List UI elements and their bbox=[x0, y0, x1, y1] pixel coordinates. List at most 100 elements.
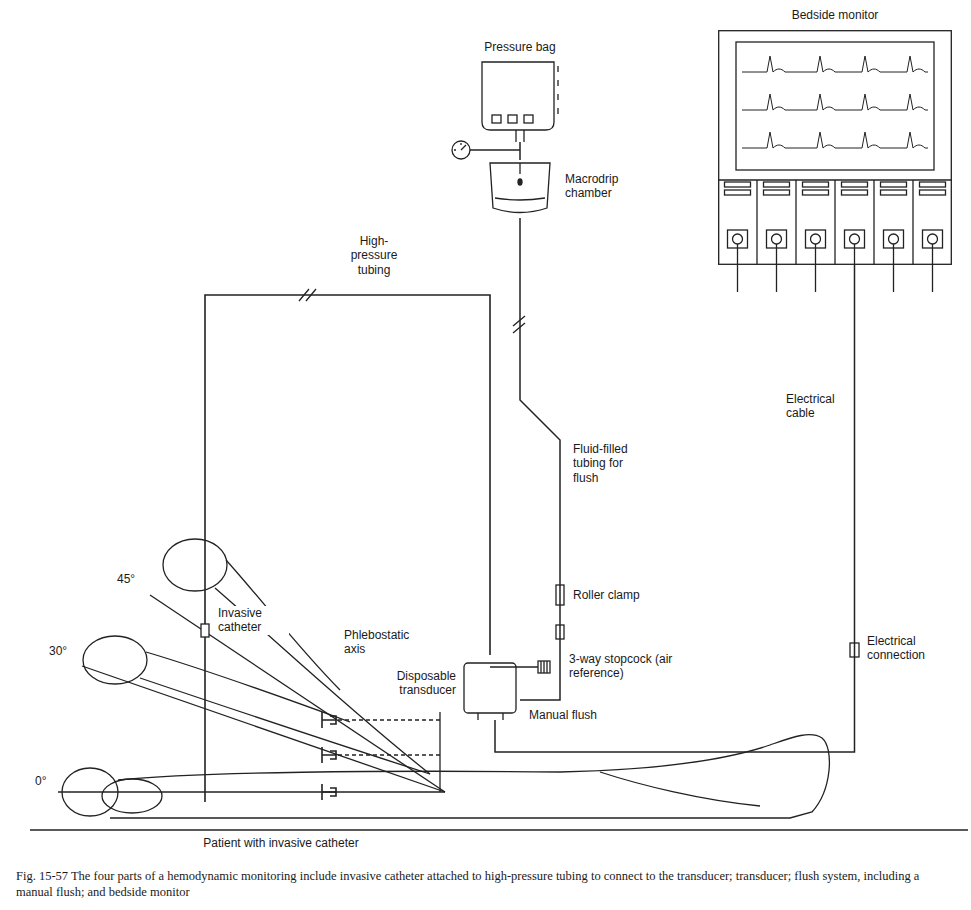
cable-stub bbox=[815, 244, 816, 265]
path-shape bbox=[322, 784, 336, 800]
node-label: Pressure bag bbox=[458, 40, 582, 54]
waveform bbox=[742, 94, 928, 110]
monitor-frame bbox=[719, 31, 952, 265]
tubing-connector bbox=[495, 265, 855, 752]
waveform bbox=[742, 132, 928, 148]
cable-stub bbox=[893, 244, 894, 265]
patient-arm bbox=[102, 779, 162, 813]
monitor-cables bbox=[738, 265, 933, 292]
patient-body bbox=[110, 735, 829, 818]
line-shape bbox=[893, 265, 894, 292]
line-shape bbox=[932, 265, 933, 292]
monitor-port-socket bbox=[772, 234, 782, 244]
figure-label: Patient with invasive catheter bbox=[170, 836, 392, 850]
patient-back-30 bbox=[140, 678, 430, 774]
bag-port bbox=[524, 115, 533, 123]
panel-divider bbox=[873, 180, 874, 265]
waveform bbox=[742, 56, 928, 72]
patient-leg bbox=[600, 772, 760, 806]
cable-stub bbox=[776, 244, 777, 265]
monitor-button bbox=[920, 190, 946, 195]
break-mark bbox=[513, 316, 525, 333]
part-label: Manual flush bbox=[528, 708, 620, 722]
transducer-outlet bbox=[478, 713, 503, 720]
monitor-button bbox=[842, 190, 868, 195]
monitor-port-socket bbox=[811, 234, 821, 244]
part-label: 3-way stopcock (air reference) bbox=[568, 652, 680, 681]
node-label: Macrodrip chamber bbox=[565, 172, 660, 201]
level-lines bbox=[338, 720, 440, 755]
connector-label: Electrical cable bbox=[785, 392, 849, 421]
monitor-port-socket bbox=[928, 234, 938, 244]
stopcock-ribs bbox=[541, 661, 547, 673]
line-shape bbox=[338, 719, 440, 720]
bag-scale bbox=[557, 66, 558, 114]
gauge-tube bbox=[470, 149, 520, 150]
angle-label: 0° bbox=[34, 774, 58, 788]
part-label: High-pressure tubing bbox=[338, 234, 410, 277]
tubing-connector bbox=[519, 142, 521, 160]
angle-label: 45° bbox=[116, 572, 158, 586]
chamber-outline bbox=[490, 163, 550, 213]
node-label: Bedside monitor bbox=[718, 8, 952, 22]
axis-line bbox=[439, 712, 440, 792]
disposable-transducer: Disposable transducer bbox=[352, 655, 520, 720]
cable-stub bbox=[854, 244, 855, 265]
part-label: Invasive catheter bbox=[217, 606, 289, 635]
part-label: Phlebostatic axis bbox=[343, 628, 429, 657]
line-shape bbox=[815, 265, 816, 292]
transducer-body bbox=[464, 663, 516, 713]
panel-divider bbox=[912, 180, 913, 265]
pressure-bag: Pressure bag bbox=[478, 40, 562, 142]
angle-line-30 bbox=[82, 666, 445, 792]
stopcock-port bbox=[490, 666, 538, 668]
monitor-port-socket bbox=[889, 234, 899, 244]
gauge-needle bbox=[454, 143, 466, 150]
monitor-button bbox=[920, 182, 946, 187]
path-shape bbox=[322, 747, 336, 763]
panel-divider bbox=[795, 180, 796, 265]
monitor-button bbox=[803, 182, 829, 187]
angle-label: 30° bbox=[48, 644, 82, 658]
panel-divider bbox=[756, 180, 757, 265]
monitor-port-socket bbox=[733, 234, 743, 244]
monitor-screen bbox=[736, 42, 934, 170]
fluid-level bbox=[495, 198, 545, 200]
patient-front-30 bbox=[146, 652, 350, 722]
macrodrip-chamber: Macrodrip chamber bbox=[485, 160, 665, 218]
monitor-button bbox=[764, 190, 790, 195]
pressure-bag-shape bbox=[478, 60, 562, 142]
transducer-shape bbox=[460, 655, 520, 720]
figure-caption: Fig. 15-57 The four parts of a hemodynam… bbox=[16, 868, 956, 901]
monitor-button bbox=[881, 190, 907, 195]
panel-divider bbox=[834, 180, 835, 265]
monitor-port-socket bbox=[850, 234, 860, 244]
monitor-button bbox=[725, 182, 751, 187]
bag-port bbox=[508, 115, 517, 123]
bedside-monitor: Bedside monitor bbox=[718, 8, 952, 265]
drip-chamber-shape bbox=[485, 160, 555, 218]
monitor-housing bbox=[718, 30, 952, 265]
monitor-button bbox=[803, 190, 829, 195]
break-mark bbox=[299, 289, 316, 301]
monitor-button bbox=[881, 182, 907, 187]
panel-line bbox=[718, 179, 952, 180]
tubing-connector bbox=[520, 218, 560, 700]
patient-head-45 bbox=[163, 539, 227, 591]
stopcock-cap bbox=[538, 661, 550, 673]
line-shape bbox=[737, 265, 738, 292]
monitor-button bbox=[764, 182, 790, 187]
high-pressure-tubing bbox=[205, 295, 490, 802]
panel-divider bbox=[718, 180, 719, 265]
path-shape bbox=[322, 712, 336, 728]
bag-outline bbox=[482, 62, 554, 130]
line-shape bbox=[776, 265, 777, 292]
bag-port bbox=[492, 115, 501, 123]
level-markers bbox=[322, 712, 336, 800]
invasive-catheter bbox=[201, 624, 209, 637]
connector-label: Fluid-filled tubing for flush bbox=[572, 442, 632, 485]
line-shape bbox=[338, 754, 440, 755]
monitor-button bbox=[842, 182, 868, 187]
